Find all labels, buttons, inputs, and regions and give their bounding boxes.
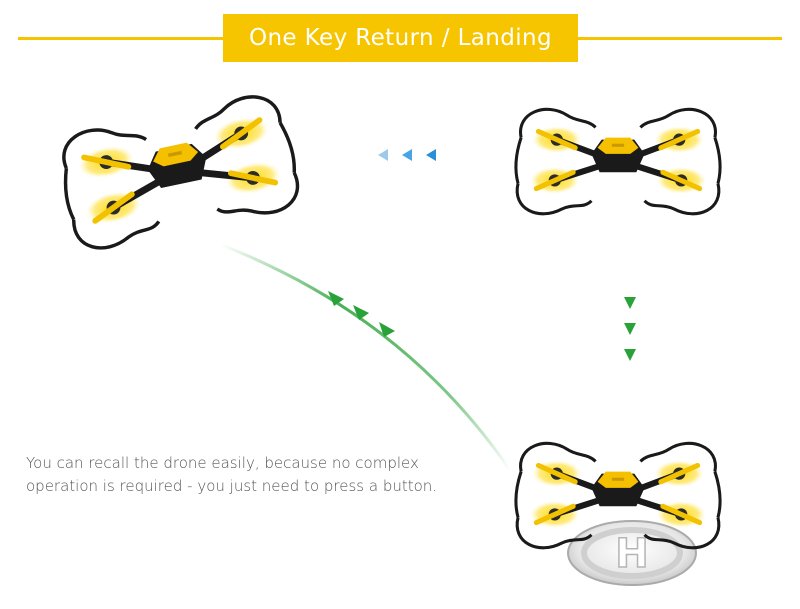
header-rule-right [578, 37, 782, 40]
landing-pad-letter: H [615, 531, 648, 577]
landing-pad-icon: H [567, 520, 697, 586]
arrow-icon [426, 149, 436, 161]
description-text: You can recall the drone easily, because… [26, 452, 496, 498]
arrow-icon [379, 322, 395, 337]
arrow-icon [624, 349, 636, 361]
drone-icon-right [516, 109, 720, 213]
arrow-icon [624, 297, 636, 309]
curve-path-green [221, 243, 512, 471]
arrow-icon [328, 291, 344, 306]
return-path-blue [295, 149, 527, 161]
arrow-icon [353, 305, 369, 320]
arrow-icon [402, 149, 412, 161]
drone-icon-left [54, 90, 304, 253]
descent-path-green [624, 212, 636, 440]
header-rule-left [18, 37, 223, 40]
title-banner: One Key Return / Landing [223, 14, 578, 62]
page-title: One Key Return / Landing [248, 25, 553, 51]
arrow-icon [378, 149, 388, 161]
arrow-icon [624, 323, 636, 335]
description-line-1: You can recall the drone easily, because… [26, 454, 419, 472]
description-line-2: operation is required - you just need to… [26, 477, 438, 495]
